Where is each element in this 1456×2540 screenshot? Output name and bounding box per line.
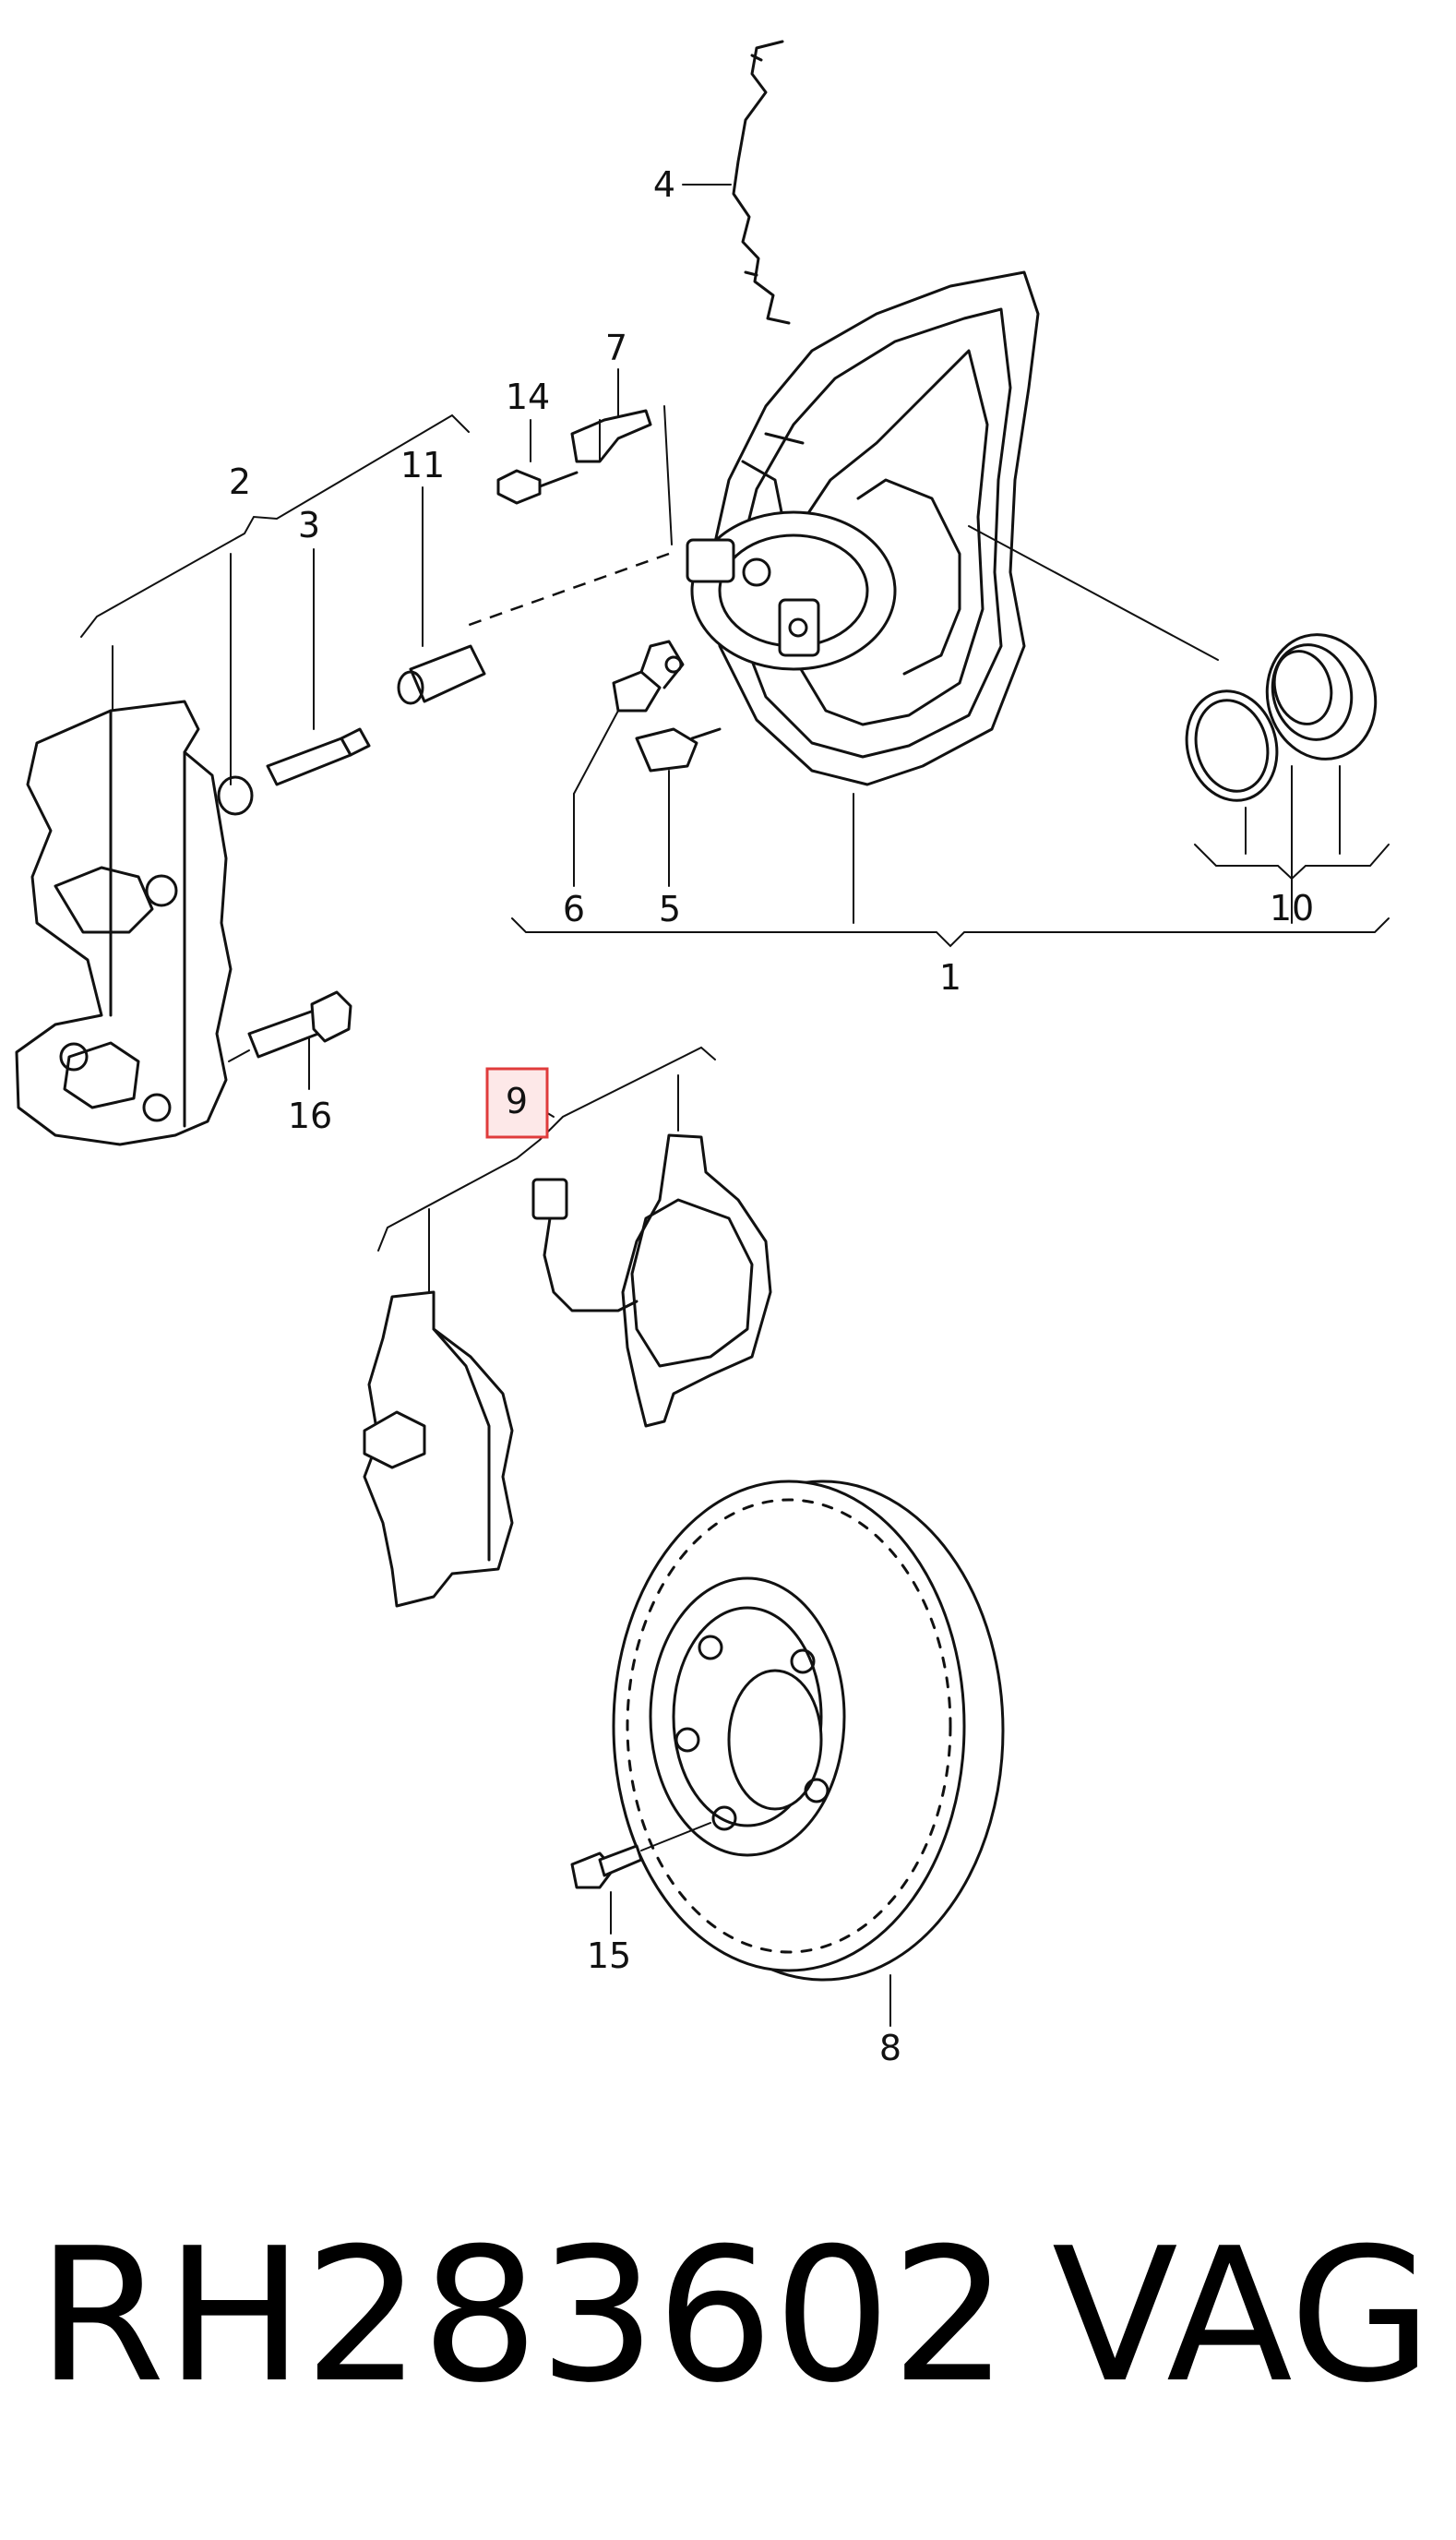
leader-lines bbox=[80, 368, 1390, 2027]
pad-wear-sensor bbox=[531, 1178, 638, 1312]
callout-6: 6 bbox=[563, 889, 585, 929]
highlight-box-9 bbox=[485, 1067, 549, 1139]
dust-shield-plate bbox=[709, 270, 1040, 786]
callout-9: 9 bbox=[506, 1081, 528, 1121]
callout-8: 8 bbox=[879, 2028, 901, 2068]
brake-disc bbox=[612, 1480, 1005, 1982]
callout-14: 14 bbox=[506, 377, 550, 417]
inner-brake-pad bbox=[363, 1290, 514, 1608]
callout-1: 1 bbox=[939, 957, 961, 998]
guide-boot bbox=[217, 775, 254, 816]
piston-seal-ring bbox=[1185, 689, 1279, 802]
clip-screw bbox=[496, 469, 579, 505]
outer-brake-pad bbox=[621, 1133, 772, 1428]
caliper-carrier bbox=[15, 700, 233, 1146]
guide-clip bbox=[570, 409, 652, 463]
callout-11: 11 bbox=[400, 445, 445, 485]
callout-numbers: 1 2 3 4 5 6 7 8 9 10 11 14 15 16 bbox=[229, 164, 1314, 2068]
carrier-bolt bbox=[247, 990, 352, 1059]
callout-10: 10 bbox=[1270, 888, 1314, 929]
dust-shield-clip bbox=[732, 40, 791, 325]
callout-4: 4 bbox=[653, 164, 675, 205]
bleed-cap bbox=[612, 640, 685, 713]
callout-16: 16 bbox=[288, 1096, 332, 1136]
bleed-valve bbox=[635, 727, 722, 773]
caption: RH283602 VAG bbox=[37, 2206, 1433, 2427]
callout-5: 5 bbox=[659, 889, 681, 929]
guide-bolt bbox=[266, 727, 371, 786]
piston-dust-boot bbox=[1265, 633, 1378, 761]
callout-2: 2 bbox=[229, 461, 251, 502]
callout-15: 15 bbox=[587, 1935, 631, 1976]
callout-3: 3 bbox=[298, 505, 320, 545]
callout-7: 7 bbox=[605, 328, 627, 368]
disc-retaining-screw bbox=[570, 1822, 711, 1889]
brand-name: VAG bbox=[1052, 2209, 1433, 2424]
part-number: RH283602 bbox=[37, 2209, 1008, 2424]
caliper-piston-housing bbox=[686, 510, 897, 671]
guide-pin-sleeve bbox=[397, 644, 486, 705]
